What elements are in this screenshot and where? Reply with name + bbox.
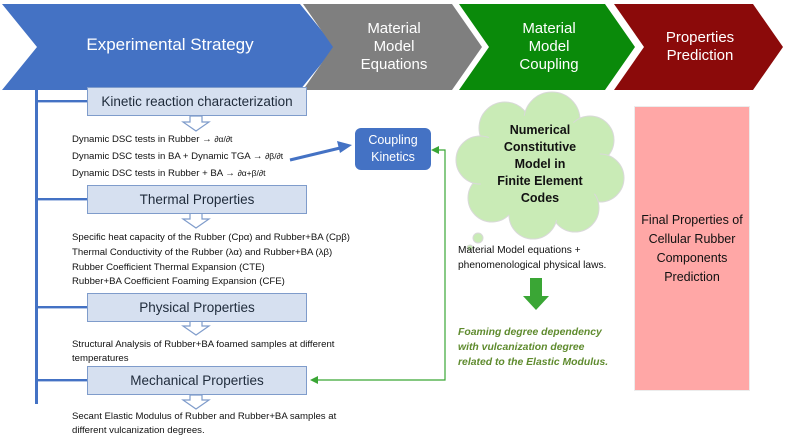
section-mechanical-title: Mechanical Properties bbox=[87, 366, 307, 395]
model-note: Material Model equations + phenomenologi… bbox=[458, 245, 607, 271]
chevron-material-model-equations bbox=[303, 4, 482, 90]
cloud-text: Numerical Constitutive Model in Finite E… bbox=[497, 123, 583, 205]
cloud-shape bbox=[455, 91, 625, 252]
section-thermal-title: Thermal Properties bbox=[87, 185, 307, 214]
connector-physical bbox=[36, 306, 88, 309]
chevron-material-model-coupling bbox=[459, 4, 635, 90]
chevron-label-experimental-strategy: Experimental Strategy bbox=[86, 34, 254, 54]
derivative-alpha: ∂α/∂t bbox=[214, 134, 233, 144]
feedback-arrow-head-top bbox=[431, 146, 439, 154]
connector-thermal bbox=[36, 198, 88, 201]
section-physical-title: Physical Properties bbox=[87, 293, 307, 322]
physical-text: Structural Analysis of Rubber+BA foamed … bbox=[72, 339, 335, 364]
feedback-line bbox=[315, 149, 446, 381]
chevron-label-properties-prediction: Properties Prediction bbox=[665, 28, 735, 64]
kinetic-line-3: Dynamic DSC tests in Rubber + BA → ∂α+β/… bbox=[72, 168, 266, 179]
arrow-to-coupling bbox=[289, 146, 341, 162]
connector-kinetic bbox=[36, 100, 88, 103]
chevron-label-material-model-coupling: Material Model Coupling bbox=[519, 19, 579, 74]
kinetic-line-1: Dynamic DSC tests in Rubber → ∂α/∂t bbox=[72, 134, 233, 145]
coupling-kinetics-box: Coupling Kinetics bbox=[355, 128, 431, 170]
derivative-alpha-beta: ∂α+β/∂t bbox=[237, 168, 266, 178]
timeline-bar bbox=[35, 90, 38, 404]
connector-mechanical bbox=[36, 379, 88, 382]
thermal-line-1: Specific heat capacity of the Rubber (Cp… bbox=[72, 232, 350, 243]
arrow-to-coupling-head bbox=[337, 141, 352, 153]
green-down-arrow bbox=[523, 278, 549, 310]
derivative-beta: ∂β/∂t bbox=[265, 151, 284, 161]
chevron-experimental-strategy bbox=[2, 4, 335, 90]
chevron-label-material-model-equations: Material Model Equations bbox=[360, 19, 428, 74]
section-kinetic-title: Kinetic reaction characterization bbox=[87, 87, 307, 116]
down-arrow-kinetic bbox=[181, 115, 211, 132]
kinetic-line-2: Dynamic DSC tests in BA + Dynamic TGA → … bbox=[72, 151, 284, 162]
down-arrow-thermal bbox=[181, 212, 211, 229]
chevron-properties-prediction bbox=[614, 4, 783, 90]
thermal-line-2: Thermal Conductivity of the Rubber (λα) … bbox=[72, 247, 333, 258]
thermal-line-4: Rubber+BA Coefficient Foaming Expansion … bbox=[72, 276, 285, 287]
feedback-arrow-head-bottom bbox=[310, 376, 318, 384]
mechanical-text: Secant Elastic Modulus of Rubber and Rub… bbox=[72, 411, 337, 436]
down-arrow-physical bbox=[181, 320, 211, 336]
final-properties-box: Final Properties of Cellular Rubber Comp… bbox=[634, 106, 750, 391]
foaming-note: Foaming degree dependency with vulcaniza… bbox=[458, 327, 609, 368]
thermal-line-3: Rubber Coefficient Thermal Expansion (CT… bbox=[72, 262, 265, 273]
down-arrow-mechanical bbox=[181, 394, 211, 410]
